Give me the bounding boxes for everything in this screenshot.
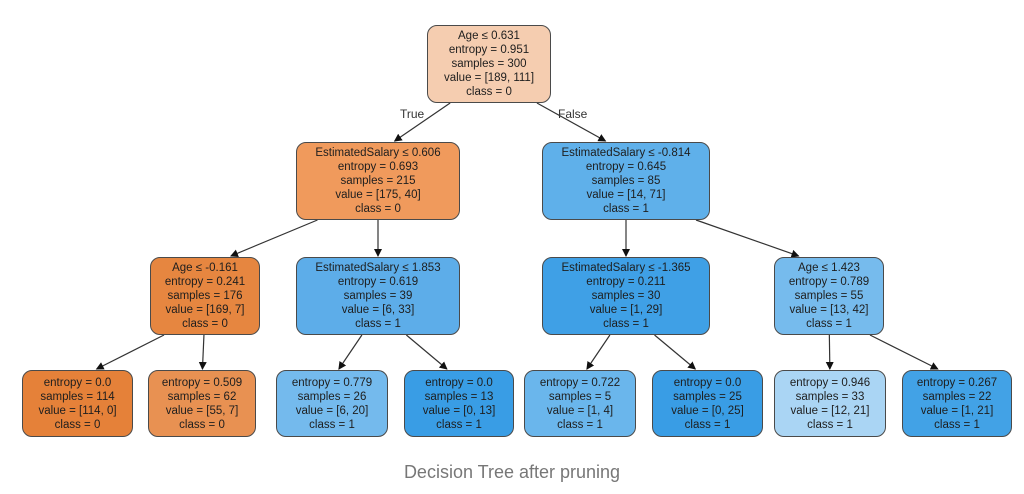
node-line: entropy = 0.0 <box>425 376 493 389</box>
node-line: value = [0, 25] <box>671 404 744 417</box>
tree-edges <box>95 102 939 370</box>
tree-edge-n5-n12 <box>654 334 697 370</box>
node-line: Age ≤ 1.423 <box>798 262 860 274</box>
node-line: class = 0 <box>179 418 225 431</box>
node-line: class = 0 <box>182 318 228 330</box>
node-line: entropy = 0.619 <box>337 276 419 288</box>
tree-edge-n1-n3 <box>230 219 318 258</box>
node-line: entropy = 0.951 <box>448 44 530 56</box>
node-line: entropy = 0.0 <box>43 376 112 389</box>
tree-edge-n4-n9 <box>338 334 363 370</box>
tree-node-n5: EstimatedSalary ≤ -1.365 entropy = 0.211 s… <box>542 257 710 335</box>
tree-edge-n5-n11 <box>586 334 611 370</box>
node-line: samples = 55 <box>794 290 864 302</box>
node-line: samples = 25 <box>673 390 742 403</box>
tree-node-n1: EstimatedSalary ≤ 0.606 entropy = 0.693 sa… <box>296 142 460 220</box>
node-line: samples = 26 <box>297 390 367 403</box>
node-line: value = [1, 21] <box>920 404 994 417</box>
edge-label-true: True <box>400 107 425 121</box>
node-line: samples = 5 <box>548 390 612 403</box>
node-line: class = 1 <box>934 418 980 431</box>
node-line: class = 1 <box>309 418 355 431</box>
node-line: EstimatedSalary ≤ 0.606 <box>315 147 441 159</box>
node-line: entropy = 0.693 <box>337 161 419 173</box>
node-line: value = [14, 71] <box>586 189 666 201</box>
node-line: samples = 300 <box>451 58 527 70</box>
tree-edge-n0-n2 <box>536 102 607 142</box>
node-line: samples = 176 <box>167 290 243 302</box>
tree-node-n4: EstimatedSalary ≤ 1.853 entropy = 0.619 sa… <box>296 257 460 335</box>
node-line: value = [55, 7] <box>165 404 239 417</box>
node-line: entropy = 0.779 <box>291 376 373 389</box>
node-line: class = 0 <box>466 86 512 98</box>
figure-caption: Decision Tree after pruning <box>403 462 621 482</box>
node-line: entropy = 0.946 <box>789 376 871 389</box>
node-line: class = 1 <box>603 203 649 215</box>
node-line: class = 1 <box>603 318 649 330</box>
node-line: EstimatedSalary ≤ -0.814 <box>561 147 691 159</box>
node-line: samples = 215 <box>340 175 416 187</box>
node-line: samples = 62 <box>167 390 237 403</box>
tree-edge-n3-n7 <box>95 334 165 370</box>
node-line: class = 1 <box>557 418 603 431</box>
node-line: class = 1 <box>684 418 731 431</box>
tree-edge-n2-n6 <box>695 219 800 258</box>
node-line: entropy = 0.211 <box>586 276 666 288</box>
node-line: entropy = 0.509 <box>161 376 243 389</box>
node-line: value = [189, 111] <box>443 72 535 84</box>
node-line: value = [175, 40] <box>335 189 421 201</box>
node-line: entropy = 0.241 <box>164 276 246 288</box>
node-line: value = [12, 21] <box>790 404 870 417</box>
node-line: samples = 39 <box>343 290 413 302</box>
node-line: Age ≤ -0.161 <box>172 262 238 274</box>
tree-node-n0: Age ≤ 0.631 entropy = 0.951 samples = 300 v… <box>427 25 551 103</box>
tree-edge-n6-n13 <box>825 334 834 370</box>
tree-edge-n4-n10 <box>405 334 448 370</box>
node-line: samples = 114 <box>40 390 115 403</box>
node-line: value = [13, 42] <box>789 304 869 316</box>
node-line: samples = 33 <box>795 390 865 403</box>
node-line: entropy = 0.267 <box>916 376 998 389</box>
node-line: entropy = 0.789 <box>788 276 870 288</box>
decision-tree: True False Age ≤ 0.631 entropy = 0.951 sam… <box>22 25 1012 437</box>
node-line: class = 0 <box>54 418 101 431</box>
tree-edge-n6-n14 <box>869 334 939 370</box>
tree-node-n6: Age ≤ 1.423 entropy = 0.789 samples = 55 va… <box>774 257 884 335</box>
node-line: EstimatedSalary ≤ -1.365 <box>561 262 691 274</box>
node-line: entropy = 0.722 <box>539 376 621 389</box>
node-line: class = 1 <box>436 418 482 431</box>
node-line: value = [0, 13] <box>422 404 496 417</box>
tree-edge-n3-n8 <box>198 334 207 370</box>
node-line: value = [6, 33] <box>341 304 415 316</box>
node-line: class = 0 <box>355 203 401 215</box>
node-line: samples = 13 <box>424 390 494 403</box>
node-line: entropy = 0.645 <box>585 161 667 173</box>
tree-node-n2: EstimatedSalary ≤ -0.814 entropy = 0.645 s… <box>542 142 710 220</box>
tree-node-n3: Age ≤ -0.161 entropy = 0.241 samples = 176… <box>150 257 260 335</box>
node-line: EstimatedSalary ≤ 1.853 <box>315 262 441 274</box>
node-line: value = [1, 4] <box>546 404 614 417</box>
node-line: entropy = 0.0 <box>673 376 742 389</box>
node-line: value = [114, 0] <box>38 404 117 417</box>
node-line: samples = 22 <box>922 390 992 403</box>
node-line: class = 1 <box>807 418 853 431</box>
node-line: value = [6, 20] <box>295 404 369 417</box>
tree-edge-n0-n1 <box>393 102 451 142</box>
node-line: value = [1, 29] <box>589 304 663 316</box>
node-line: Age ≤ 0.631 <box>458 30 520 42</box>
node-line: samples = 30 <box>591 290 661 302</box>
node-line: class = 1 <box>806 318 852 330</box>
edge-label-false: False <box>558 107 588 121</box>
node-line: value = [169, 7] <box>165 304 245 316</box>
node-line: class = 1 <box>355 318 401 330</box>
node-line: samples = 85 <box>591 175 661 187</box>
